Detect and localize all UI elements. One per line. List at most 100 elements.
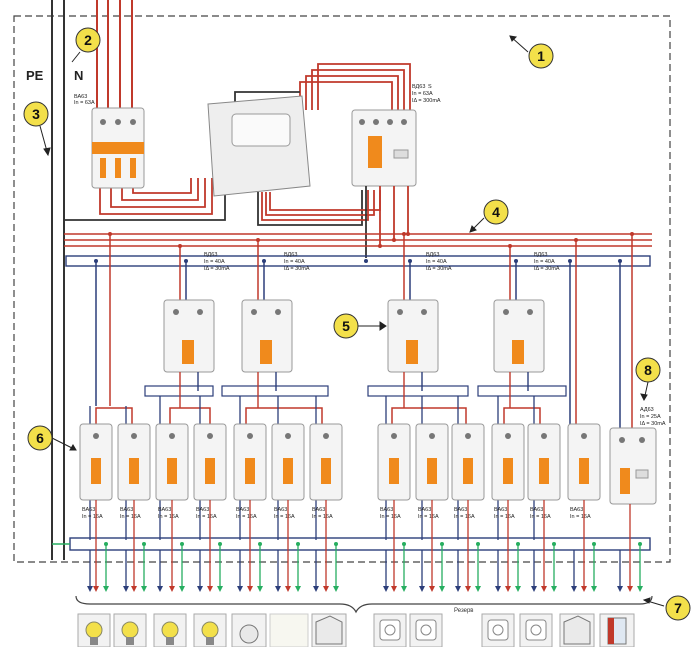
lamp-icon — [193, 613, 227, 647]
difav-leak: IΔ = 30mA — [640, 421, 666, 427]
breaker-8-model: ВА63 — [380, 507, 393, 513]
group-rcd-2-leak: IΔ = 30mA — [284, 266, 310, 272]
breaker-9-model: ВА63 — [418, 507, 431, 513]
breaker-9-rating: In = 16A — [418, 514, 439, 520]
main-rcd[interactable] — [351, 109, 417, 187]
breaker-phase-combs — [95, 407, 541, 424]
loads-row: Резерв — [77, 608, 635, 647]
reserve-label: Резерв — [454, 608, 474, 614]
group-rcd-2[interactable] — [241, 299, 293, 373]
callout-arrows — [39, 35, 665, 607]
washing-machine-icon — [231, 613, 267, 647]
breaker-13-model: ВА63 — [570, 507, 583, 513]
breaker-5-rating: In = 16A — [236, 514, 257, 520]
callout-6: 6 — [27, 425, 53, 451]
svg-text:7: 7 — [674, 600, 682, 616]
breaker-11[interactable] — [491, 423, 525, 501]
socket-icon — [409, 613, 443, 647]
breaker-2[interactable] — [117, 423, 151, 501]
breaker-2-rating: In = 16A — [120, 514, 141, 520]
electricity-meter — [207, 95, 311, 197]
main-breaker-rating: In = 63A — [74, 100, 95, 106]
breaker-1[interactable] — [79, 423, 113, 501]
socket-icon — [519, 613, 553, 647]
group-rcd-3[interactable] — [387, 299, 439, 373]
group-rcd-1-model: ВД63 — [204, 252, 217, 258]
breaker-12[interactable] — [527, 423, 561, 501]
callout-8: 8 — [635, 357, 661, 383]
main-breaker[interactable] — [91, 107, 145, 189]
breaker-3-model: ВА63 — [158, 507, 171, 513]
breaker-13[interactable] — [567, 423, 601, 501]
pe-busbar — [69, 537, 651, 551]
callout-5: 5 — [333, 313, 359, 339]
neutral-busbar — [65, 255, 651, 267]
breaker-10-rating: In = 16A — [454, 514, 475, 520]
loads-brace — [75, 595, 653, 614]
breaker-7-model: ВА63 — [312, 507, 325, 513]
meter-wiring — [64, 63, 411, 226]
breaker-6-model: ВА63 — [274, 507, 287, 513]
group-rcd-3-leak: IΔ = 30mA — [426, 266, 452, 272]
main-breaker-model: ВА63 — [74, 94, 87, 100]
breaker-4-model: ВА63 — [196, 507, 209, 513]
difav-rating: In = 25A — [640, 414, 661, 420]
boiler-icon — [599, 613, 635, 647]
breaker-6[interactable] — [271, 423, 305, 501]
dishwasher-icon — [311, 613, 347, 647]
group-rcd-3-rating: In = 40A — [426, 259, 447, 265]
breaker-7-rating: In = 16A — [312, 514, 333, 520]
main-rcd-model: ВД63 — [412, 84, 425, 90]
breaker-5[interactable] — [233, 423, 267, 501]
socket-icon — [481, 613, 515, 647]
svg-text:4: 4 — [492, 204, 500, 220]
breaker-1-rating: In = 16A — [82, 514, 103, 520]
group-rcd-4-rating: In = 40A — [534, 259, 555, 265]
breaker-4[interactable] — [193, 423, 227, 501]
output-arrowheads — [87, 586, 643, 592]
phase-connection-dots — [108, 232, 634, 248]
group-rcd-3-model: ВД63 — [426, 252, 439, 258]
svg-text:1: 1 — [537, 48, 545, 64]
breaker-6-rating: In = 16A — [274, 514, 295, 520]
breaker-row — [79, 423, 601, 501]
svg-text:5: 5 — [342, 318, 350, 334]
breaker-3-rating: In = 16A — [158, 514, 179, 520]
breaker-12-rating: In = 16A — [530, 514, 551, 520]
group-rcd-4-leak: IΔ = 30mA — [534, 266, 560, 272]
svg-text:2: 2 — [84, 32, 92, 48]
breaker-1-model: ВА63 — [82, 507, 95, 513]
breaker-8-rating: In = 16A — [380, 514, 401, 520]
main-rcd-mark: S — [428, 84, 432, 90]
svg-text:8: 8 — [644, 362, 652, 378]
group-rcd-1[interactable] — [163, 299, 215, 373]
svg-text:6: 6 — [36, 430, 44, 446]
difav-breaker[interactable] — [609, 427, 657, 505]
long-feed-wires — [95, 234, 633, 430]
breaker-13-rating: In = 16A — [570, 514, 591, 520]
bus-connection-dots — [94, 259, 622, 263]
svg-text:3: 3 — [32, 106, 40, 122]
group-rcd-1-leak: IΔ = 30mA — [204, 266, 230, 272]
breaker-7[interactable] — [309, 423, 343, 501]
pe-label: PE — [26, 68, 44, 83]
incoming-cables — [51, 0, 133, 560]
breaker-spec-labels: ВА63 In = 16A ВА63 In = 16A ВА63 In = 16… — [82, 507, 591, 520]
breaker-9[interactable] — [415, 423, 449, 501]
group-rcd-4-model: ВД63 — [534, 252, 547, 258]
callout-4: 4 — [483, 199, 509, 225]
callout-1: 1 — [528, 43, 554, 69]
breaker-10[interactable] — [451, 423, 485, 501]
group-rcd-4[interactable] — [493, 299, 545, 373]
pe-connection-dots — [104, 542, 642, 546]
group-rcd-2-model: ВД63 — [284, 252, 297, 258]
phase-busbars — [64, 233, 652, 247]
group-output-wires — [179, 372, 529, 408]
breaker-3[interactable] — [155, 423, 189, 501]
breaker-10-model: ВА63 — [454, 507, 467, 513]
breaker-8[interactable] — [377, 423, 411, 501]
rcd-feed-wires — [179, 234, 517, 300]
callout-2: 2 — [75, 27, 101, 53]
breaker-5-model: ВА63 — [236, 507, 249, 513]
lamp-icon — [113, 613, 147, 647]
